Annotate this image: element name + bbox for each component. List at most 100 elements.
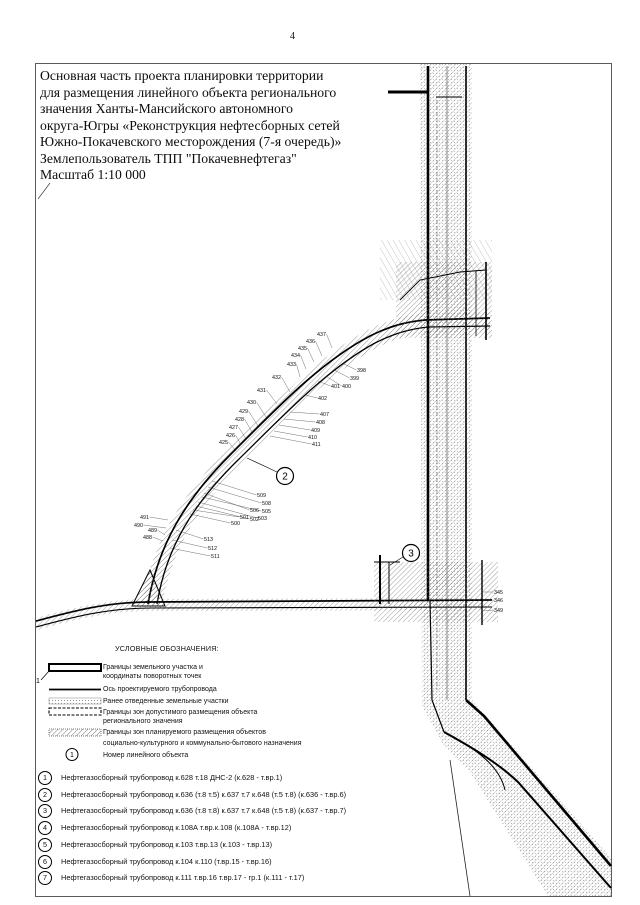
turning-point-label: 425 xyxy=(219,440,228,446)
point-leader-line xyxy=(228,441,237,452)
turning-point-label: 409 xyxy=(311,428,320,434)
point-leader-line xyxy=(143,524,167,529)
turning-point-label: 500 xyxy=(231,521,240,527)
turning-point-label: 433 xyxy=(287,362,296,368)
pipeline-number-badge: 3 xyxy=(38,804,52,818)
turning-point-label: 426 xyxy=(226,433,235,439)
title-line: значения Ханты-Мансийского автономного xyxy=(40,101,294,116)
legend-item-land-plot-boundary: Границы земельного участка и координаты … xyxy=(103,663,203,681)
point-leader-line xyxy=(333,369,350,379)
turning-point-label: 512 xyxy=(208,546,217,552)
point-leader-line xyxy=(171,539,208,549)
pipeline-number-badge: 1 xyxy=(38,771,52,785)
turning-point-label: 428 xyxy=(235,417,244,423)
point-leader-line xyxy=(207,486,262,504)
legend-object-number-icon xyxy=(65,748,79,761)
pipeline-horizontal-line-2 xyxy=(35,606,493,628)
turning-point-label: 489 xyxy=(148,528,157,534)
point-leader-line xyxy=(269,435,312,445)
point-leader-line xyxy=(248,410,259,427)
pipeline-2-line-inner xyxy=(156,325,491,605)
turning-point-label: 401 xyxy=(331,384,340,390)
point-leader-line xyxy=(289,411,320,415)
point-leader-line xyxy=(238,426,247,440)
turning-point-label: 402 xyxy=(318,396,327,402)
point-leader-line xyxy=(300,354,307,370)
corridor-line-southeast xyxy=(465,699,612,867)
point-leader-line xyxy=(317,380,331,387)
turning-point-label: 345 xyxy=(494,590,503,596)
pipeline-2-zone xyxy=(142,312,491,606)
turning-point-label: 506 xyxy=(250,508,259,514)
point-leader-line xyxy=(481,599,494,602)
pipeline-horizontal-line xyxy=(35,599,493,622)
corridor-road-curve xyxy=(457,739,506,791)
point-leader-line xyxy=(169,547,211,557)
point-leader-line xyxy=(235,434,242,446)
object-number-2-label: 2 xyxy=(282,472,288,483)
pipeline-horizontal-route xyxy=(34,598,493,630)
pipeline-number-badge: 2 xyxy=(38,788,52,802)
turning-point-label: 427 xyxy=(229,425,238,431)
turning-point-label: 408 xyxy=(316,420,325,426)
pipeline-list-item: 4 Нефтегазосборный трубопровод к.108А т.… xyxy=(38,821,291,835)
point-leader-line xyxy=(197,501,258,519)
corridor-line-bend xyxy=(429,599,445,733)
turning-point-label: 490 xyxy=(134,523,143,529)
turning-point-label: 505 xyxy=(262,509,271,515)
object-number-2: 2 xyxy=(246,457,295,486)
point-leader-line xyxy=(325,375,342,387)
pipeline-name: Нефтегазосборный трубопровод к.636 (т.8 … xyxy=(61,806,347,815)
point-leader-line xyxy=(175,529,204,540)
junction-cluster-north xyxy=(380,240,492,340)
turning-point-label: 434 xyxy=(291,353,300,359)
legend-item-label: Границы земельного участка и xyxy=(103,664,203,671)
corridor-line-south xyxy=(443,731,612,889)
map-frame xyxy=(35,63,612,897)
turning-point-label: 398 xyxy=(357,368,366,374)
pipeline-name: Нефтегазосборный трубопровод к.108А т.вр… xyxy=(61,823,292,832)
object-number-3: 3 xyxy=(389,543,421,566)
pipeline-number-badge: 4 xyxy=(38,821,52,835)
map-title: Основная часть проекта планировки террит… xyxy=(40,68,341,184)
turning-point-label: 488 xyxy=(143,535,152,541)
object-number-3-label: 3 xyxy=(408,549,414,560)
pipeline-number-badge: 5 xyxy=(38,838,52,852)
turning-point-label: 502 xyxy=(250,517,259,523)
point-labels: 4374364354344334324314304294284274264254… xyxy=(134,332,503,614)
turning-point-label: 430 xyxy=(247,400,256,406)
legend-symbols: 1 1 xyxy=(36,663,102,761)
point-leader-line xyxy=(149,516,169,521)
pipeline-name: Нефтегазосборный трубопровод к.111 т.вр.… xyxy=(61,873,305,882)
legend-item-label: социально-культурного и коммунально-быто… xyxy=(103,740,302,747)
object-number-2-leader xyxy=(246,457,278,473)
point-leader-line xyxy=(152,536,164,542)
turning-point-label: 435 xyxy=(298,346,307,352)
pipeline-list-item: 6 Нефтегазосборный трубопровод к.104 к.1… xyxy=(38,855,272,869)
pipeline-list-item: 3 Нефтегазосборный трубопровод к.636 (т.… xyxy=(38,804,346,818)
turning-point-label: 508 xyxy=(262,501,271,507)
object-number-2-circle xyxy=(275,466,295,486)
point-leader-line xyxy=(341,362,357,371)
pipeline-list-item: 2 Нефтегазосборный трубопровод к.636 (т.… xyxy=(38,788,346,802)
point-leader-line xyxy=(326,333,333,349)
pipeline-list-item: 5 Нефтегазосборный трубопровод к.103 т.в… xyxy=(38,838,272,852)
point-leader-line xyxy=(307,347,315,363)
legend-object-number-label: 1 xyxy=(70,752,74,759)
point-leader-line xyxy=(192,509,240,518)
pipeline-2-line-outer xyxy=(147,317,491,605)
title-line: Основная часть проекта планировки террит… xyxy=(40,68,324,83)
pipeline-name: Нефтегазосборный трубопровод к.636 (т.8 … xyxy=(61,790,347,799)
turning-point-label: 436 xyxy=(306,339,315,345)
point-leader-line xyxy=(244,418,253,433)
legend-previously-allocated-plots-icon xyxy=(48,697,102,705)
point-leader-line xyxy=(304,394,318,399)
junction-north-boundary xyxy=(399,269,487,301)
legend-item-object-number: Номер линейного объекта xyxy=(103,751,188,760)
point-leader-line xyxy=(296,363,301,378)
point-leader-line xyxy=(203,492,250,511)
legend-item-social-zone-boundary: Границы зон планируемого размещения объе… xyxy=(103,727,301,749)
map-edge-line xyxy=(37,182,51,200)
legend-turning-point-leader xyxy=(40,670,50,681)
legend-item-label: регионального значения xyxy=(103,717,183,725)
